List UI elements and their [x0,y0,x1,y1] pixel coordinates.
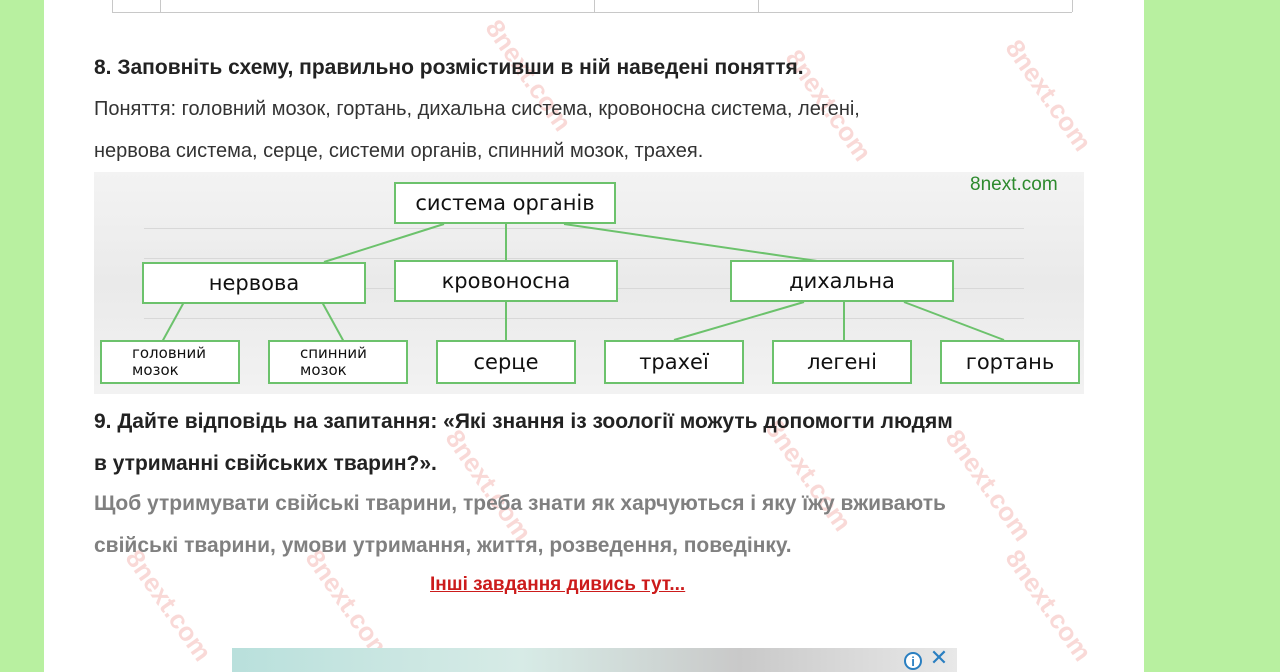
scheme-larynx-label: гортань [965,350,1055,374]
scheme-spinal-cord-label: спинний мозок [300,344,367,379]
task8-concepts-line2: нервова система, серце, системи органів,… [94,140,704,162]
task9-heading-line1: 9. Дайте відповідь на запитання: «Які зн… [94,410,953,433]
scheme-spinal-cord-box: спинний мозок [268,340,408,384]
scheme-circulatory-label: кровоносна [441,269,571,293]
scheme-heart-label: серце [473,350,539,374]
scheme-respiratory-label: дихальна [789,269,895,293]
scheme-nervous-label: нервова [208,271,300,295]
ad-banner[interactable] [232,648,957,672]
scheme-lungs-box: легені [772,340,912,384]
scheme-heart-box: серце [436,340,576,384]
more-tasks-link[interactable]: Інші завдання дивись тут... [430,574,686,595]
scheme-larynx-box: гортань [940,340,1080,384]
scheme-circulatory-box: кровоносна [394,260,618,302]
site-credit[interactable]: 8next.com [970,174,1058,195]
task9-answer-line2: свійські тварини, умови утримання, життя… [94,534,792,557]
scheme-lungs-label: легені [807,350,877,374]
task9-heading-line2: в утриманні свійських тварин?». [94,452,437,475]
scheme-trachea-box: трахеї [604,340,744,384]
scheme-brain-box: головний мозок [100,340,240,384]
task8-heading: 8. Заповніть схему, правильно розмістивш… [94,56,804,79]
watermark: 8next.com [119,543,218,667]
scheme-nervous-box: нервова [142,262,366,304]
watermark: 8next.com [939,423,1038,547]
scheme-trachea-label: трахеї [639,350,709,374]
scheme-root-box: система органів [394,182,616,224]
previous-table-fragment [112,0,1073,13]
task8-concepts-line1: Поняття: головний мозок, гортань, дихаль… [94,98,860,120]
content-page: 8next.com 8next.com 8next.com 8next.com … [44,0,1144,672]
task9-answer-line1: Щоб утримувати свійські тварини, треба з… [94,492,946,515]
info-icon[interactable]: i [904,652,922,670]
scheme-respiratory-box: дихальна [730,260,954,302]
scheme-root-label: система органів [415,191,595,215]
watermark: 8next.com [999,543,1098,667]
watermark: 8next.com [439,423,538,547]
scheme-brain-label: головний мозок [132,344,206,379]
scheme-connectors [161,223,1005,343]
close-icon[interactable]: ✕ [929,646,949,671]
